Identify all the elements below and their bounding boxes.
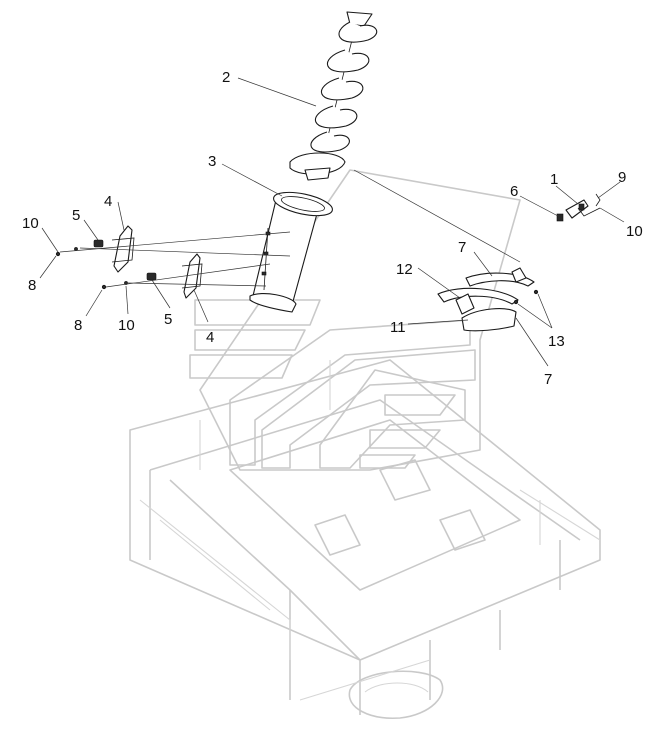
auger-tube-part-3 (249, 191, 333, 313)
callout-4-lower: 4 (206, 329, 214, 346)
callout-8-upper: 8 (28, 277, 36, 294)
hinge-part-6 (556, 213, 564, 222)
callout-13: 13 (548, 333, 565, 350)
machine-body-ghost (129, 169, 601, 719)
lower-bracket-part-4 (181, 253, 203, 299)
callout-11: 11 (390, 319, 406, 336)
callout-8-lower: 8 (74, 317, 82, 334)
latch-assembly-part-1 (565, 199, 601, 219)
pin-part-9 (595, 193, 601, 207)
callout-5-upper: 5 (72, 207, 80, 224)
callout-9: 9 (618, 169, 626, 186)
callout-7-lower: 7 (544, 371, 552, 388)
callout-7-upper: 7 (458, 239, 466, 256)
callout-4-upper: 4 (104, 193, 112, 210)
callout-10-lower: 10 (118, 317, 135, 334)
callout-12: 12 (396, 261, 413, 278)
upper-clamp-part-5 (93, 239, 104, 248)
callout-10-right: 10 (626, 223, 643, 240)
fastener-part-13 (513, 289, 539, 305)
callout-3: 3 (208, 153, 216, 170)
callout-labels: 2 3 4 5 10 8 8 10 5 4 6 1 9 10 7 12 11 1… (22, 69, 643, 388)
leader-lines (39, 77, 625, 367)
callout-10-upper: 10 (22, 215, 39, 232)
upper-deflector-part-7 (465, 267, 535, 287)
lower-bolt-part-8-10 (101, 281, 128, 290)
deflector-blade-part-11 (461, 308, 517, 332)
upper-bracket-part-4 (111, 225, 135, 273)
upper-bolt-part-8-10 (55, 247, 78, 257)
lower-clamp-part-5 (146, 272, 157, 281)
callout-6: 6 (510, 183, 518, 200)
auger-screw-part-2 (289, 11, 378, 181)
callout-1: 1 (550, 171, 558, 188)
callout-5-lower: 5 (164, 311, 172, 328)
callout-2: 2 (222, 69, 230, 86)
